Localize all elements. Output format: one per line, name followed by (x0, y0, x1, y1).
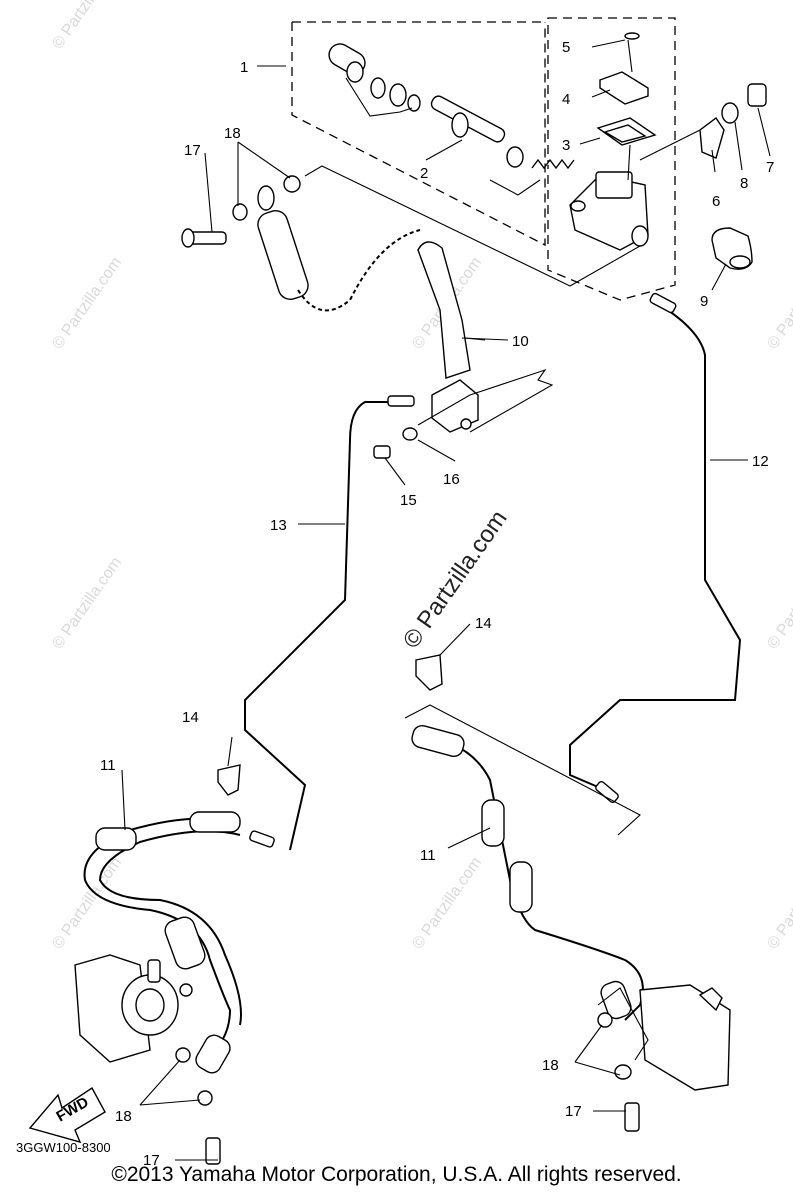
watermark-text: © Partzilla.com (49, 0, 125, 52)
spring (531, 158, 575, 170)
label-part-10: 10 (512, 333, 529, 350)
label-part-11-right: 11 (420, 847, 436, 864)
master-cylinder-body (569, 171, 649, 251)
master-cylinder-kit (328, 43, 524, 168)
master-cylinder-kit-boundary (291, 21, 546, 247)
forward-arrow: FWD (28, 1086, 106, 1144)
left-hose-ribs (95, 811, 241, 1074)
part-labels: 1 2 3 4 5 6 7 8 9 10 11 11 12 13 14 14 1… (100, 39, 774, 1169)
label-part-13: 13 (270, 517, 287, 534)
brake-hose-left (83, 817, 241, 1061)
label-part-17-left: 17 (143, 1152, 160, 1169)
watermark-layer: © Partzilla.com © Partzilla.com © Partzi… (49, 0, 793, 952)
label-part-14-left: 14 (182, 709, 199, 726)
watermark-text: © Partzilla.com (49, 554, 125, 652)
watermark-text: © Partzilla.com (409, 854, 485, 952)
label-part-4: 4 (562, 91, 570, 108)
label-part-18-right: 18 (542, 1057, 559, 1074)
caliper-right (597, 984, 731, 1132)
brake-pipe-left (244, 401, 388, 851)
hose-clip-right (415, 654, 443, 691)
label-part-18-left: 18 (115, 1108, 132, 1125)
label-part-15: 15 (400, 492, 417, 509)
watermark-center: © Partzilla.com (398, 505, 513, 653)
brake-hose-upper (257, 185, 471, 379)
brake-hose-left-outer (98, 830, 242, 1026)
joint-fasteners (373, 427, 418, 459)
brake-pipe-right (569, 304, 742, 791)
label-part-8: 8 (740, 175, 748, 192)
reservoir-assembly-boundary (547, 17, 676, 301)
copyright-notice: ©2013 Yamaha Motor Corporation, U.S.A. A… (111, 1163, 682, 1186)
brake-joint (387, 368, 554, 433)
label-part-9: 9 (700, 293, 708, 310)
label-part-16: 16 (443, 471, 460, 488)
hose-clip-left (217, 764, 241, 796)
label-part-6: 6 (712, 193, 720, 210)
label-part-2: 2 (420, 165, 428, 182)
label-part-1: 1 (240, 59, 248, 76)
label-part-5: 5 (562, 39, 570, 56)
label-part-12: 12 (752, 453, 769, 470)
watermark-text: © Partzilla.com (764, 254, 793, 352)
label-part-7: 7 (766, 159, 774, 176)
label-part-14-right: 14 (475, 615, 492, 632)
reservoir-parts (596, 32, 657, 181)
label-part-17-top: 17 (184, 142, 201, 159)
label-part-11-left: 11 (100, 757, 116, 774)
leader-lines (121, 39, 771, 1161)
top-banjo-bolt (181, 165, 641, 287)
diagram-code: 3GGW100-8300 (16, 1140, 111, 1155)
lever-bracket (639, 83, 767, 161)
lever-boot (711, 227, 753, 270)
watermark-text: © Partzilla.com (764, 554, 793, 652)
caliper-left (74, 954, 221, 1165)
right-hose-ribs (411, 724, 632, 1020)
label-part-3: 3 (562, 137, 570, 154)
watermark-text: © Partzilla.com (49, 254, 125, 352)
label-part-17-right: 17 (565, 1103, 582, 1120)
watermark-text: © Partzilla.com (764, 854, 793, 952)
label-part-18-top: 18 (224, 125, 241, 142)
